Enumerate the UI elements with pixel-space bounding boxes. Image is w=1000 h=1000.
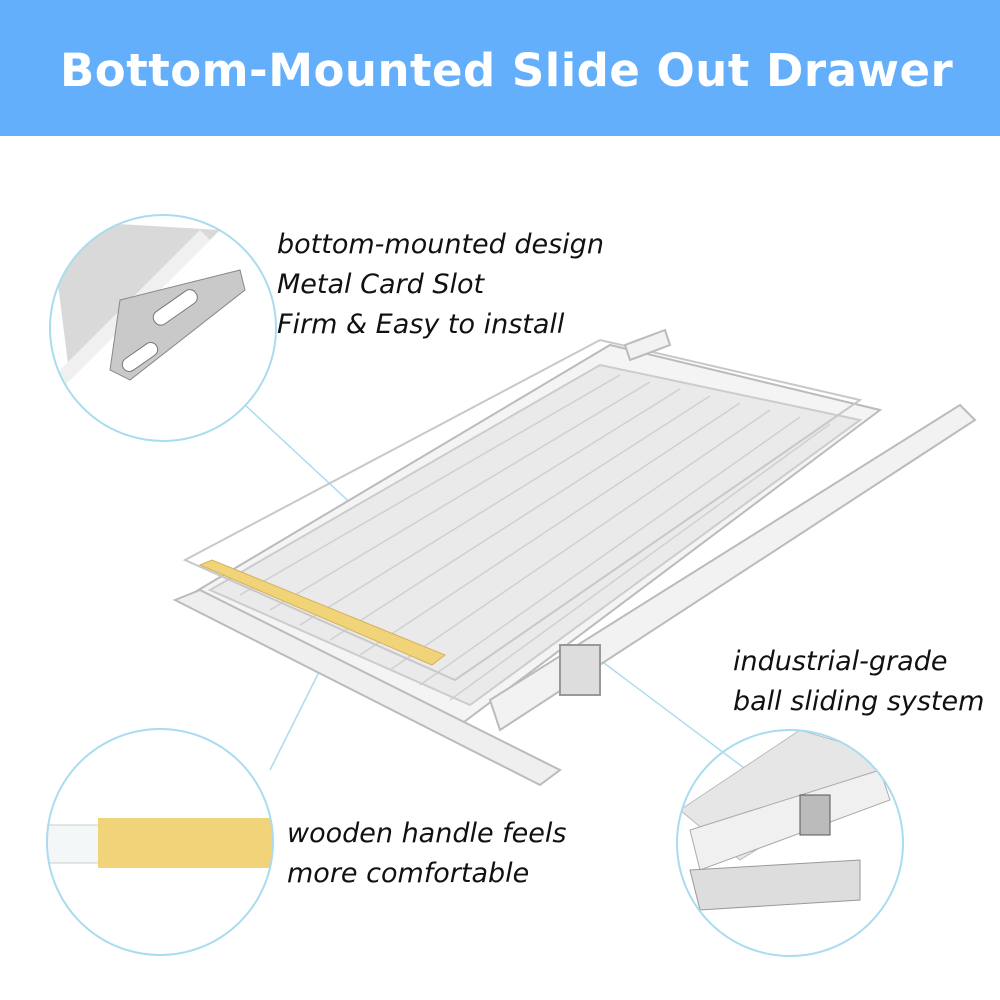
- callout-line: Firm & Easy to install: [277, 309, 565, 340]
- slide-callout: industrial-grade ball sliding system: [733, 642, 984, 722]
- callout-line: Metal Card Slot: [277, 269, 485, 300]
- slot-detail-circle: [49, 214, 277, 442]
- callout-line: bottom-mounted design: [277, 229, 604, 260]
- slot-callout: bottom-mounted design Metal Card Slot Fi…: [277, 225, 604, 345]
- handle-callout: wooden handle feels more comfortable: [287, 814, 566, 894]
- handle-detail-circle: [46, 728, 274, 956]
- wooden-handle: [198, 559, 446, 666]
- callout-line: wooden handle feels: [287, 818, 567, 849]
- slide-detail-circle: [676, 729, 904, 957]
- page-title: Bottom-Mounted Slide Out Drawer: [60, 44, 954, 97]
- title-banner: Bottom-Mounted Slide Out Drawer: [0, 0, 1000, 136]
- callout-line: ball sliding system: [733, 686, 985, 717]
- leader-line: [599, 659, 761, 781]
- callout-line: industrial-grade: [733, 646, 948, 677]
- callout-line: more comfortable: [287, 858, 530, 889]
